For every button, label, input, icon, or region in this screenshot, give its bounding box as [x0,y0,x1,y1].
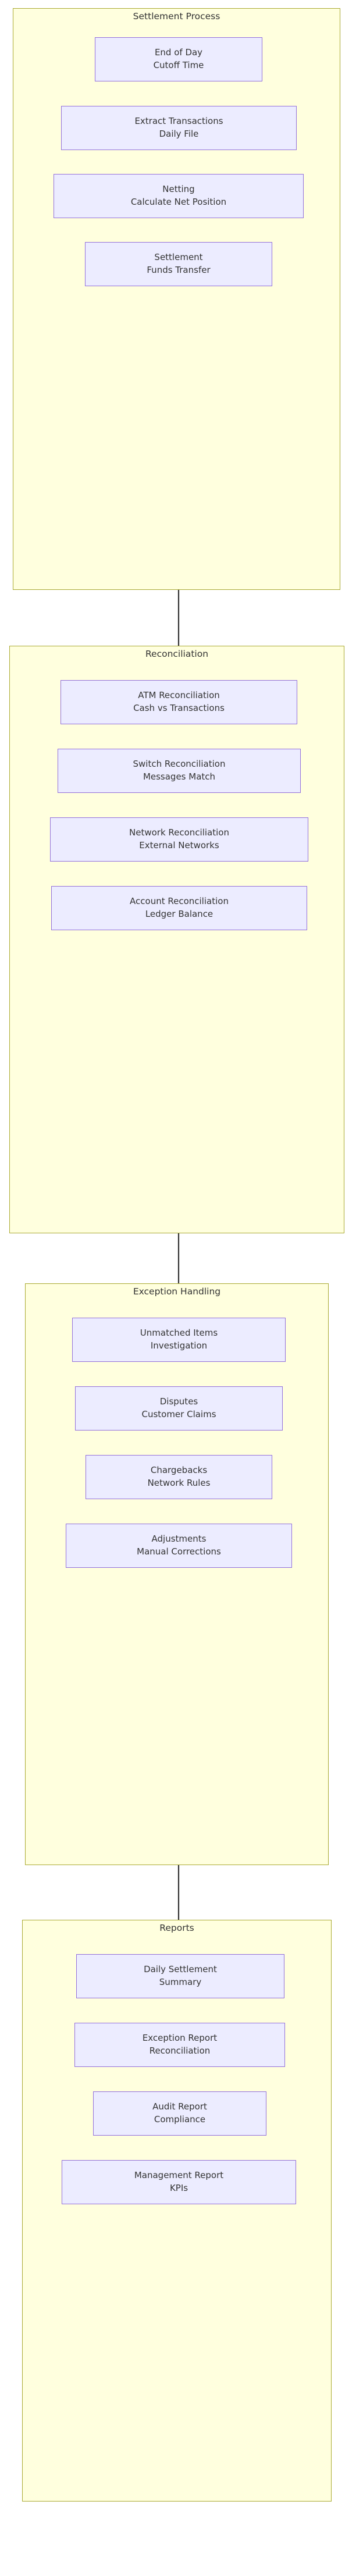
node-chargebacks-line1: Chargebacks [150,1465,208,1476]
node-network-reconciliation-line2: External Networks [139,840,219,851]
node-settlement-line1: Settlement [154,252,203,263]
node-audit-report-line2: Compliance [154,2114,206,2125]
node-chargebacks[interactable]: Chargebacks Network Rules [86,1455,272,1499]
node-exception-report[interactable]: Exception Report Reconciliation [74,2023,285,2067]
node-unmatched-items-line2: Investigation [150,1340,208,1351]
subgraph-reconciliation: Reconciliation [9,646,344,1233]
node-chargebacks-line2: Network Rules [147,1478,211,1488]
node-adjustments-line2: Manual Corrections [137,1546,221,1557]
node-end-of-day-line2: Cutoff Time [153,60,204,70]
node-account-reconciliation-line2: Ledger Balance [145,909,213,919]
subgraph-settlement-process: Settlement Process [13,8,340,590]
node-unmatched-items[interactable]: Unmatched Items Investigation [72,1318,286,1362]
node-switch-reconciliation[interactable]: Switch Reconciliation Messages Match [58,749,301,793]
node-exception-report-line2: Reconciliation [149,2045,211,2056]
node-netting[interactable]: Netting Calculate Net Position [54,174,304,218]
node-settlement-line2: Funds Transfer [147,265,211,275]
subgraph-reports: Reports [22,1920,332,2502]
node-account-reconciliation[interactable]: Account Reconciliation Ledger Balance [51,886,307,930]
node-exception-report-line1: Exception Report [142,2033,218,2044]
node-unmatched-items-line1: Unmatched Items [140,1328,218,1339]
subgraph-title-reports: Reports [159,1923,194,1933]
node-switch-reconciliation-line2: Messages Match [143,771,216,782]
node-atm-reconciliation-line2: Cash vs Transactions [133,703,225,713]
subgraph-title-reconciliation: Reconciliation [145,649,209,659]
node-adjustments[interactable]: Adjustments Manual Corrections [66,1524,292,1568]
node-switch-reconciliation-line1: Switch Reconciliation [133,759,226,770]
node-audit-report[interactable]: Audit Report Compliance [93,2091,266,2136]
node-atm-reconciliation-line1: ATM Reconciliation [138,690,220,701]
subgraph-title-exception-handling: Exception Handling [133,1286,221,1297]
subgraph-title-settlement-process: Settlement Process [133,11,220,22]
node-netting-line2: Calculate Net Position [130,197,227,207]
node-adjustments-line1: Adjustments [151,1533,207,1545]
node-network-reconciliation-line1: Network Reconciliation [129,827,229,838]
node-disputes-line2: Customer Claims [141,1409,216,1419]
node-extract-transactions-line2: Daily File [159,129,199,139]
node-management-report-line1: Management Report [134,2170,224,2181]
node-disputes[interactable]: Disputes Customer Claims [75,1386,283,1431]
node-management-report-line2: KPIs [169,2183,188,2193]
node-daily-settlement-line1: Daily Settlement [144,1964,217,1975]
node-management-report[interactable]: Management Report KPIs [62,2160,296,2204]
node-extract-transactions[interactable]: Extract Transactions Daily File [61,106,297,150]
subgraph-exception-handling: Exception Handling [25,1283,329,1865]
node-extract-transactions-line1: Extract Transactions [134,116,223,127]
node-settlement[interactable]: Settlement Funds Transfer [85,242,272,286]
node-daily-settlement-line2: Summary [159,1977,202,1987]
node-network-reconciliation[interactable]: Network Reconciliation External Networks [50,817,308,862]
node-audit-report-line1: Audit Report [152,2101,207,2112]
node-netting-line1: Netting [162,184,195,195]
node-account-reconciliation-line1: Account Reconciliation [130,896,229,907]
node-atm-reconciliation[interactable]: ATM Reconciliation Cash vs Transactions [61,680,297,724]
node-end-of-day-line1: End of Day [154,47,203,58]
node-end-of-day[interactable]: End of Day Cutoff Time [95,37,262,81]
node-daily-settlement[interactable]: Daily Settlement Summary [76,1954,284,1998]
node-disputes-line1: Disputes [159,1396,198,1407]
